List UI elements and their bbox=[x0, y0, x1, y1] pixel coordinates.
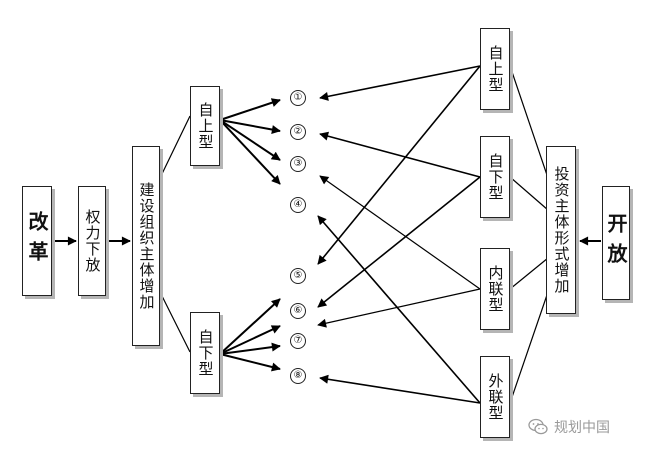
right-3-label: 内联型 bbox=[486, 265, 505, 313]
quanli-label: 权力下放 bbox=[83, 209, 102, 273]
number-2: ② bbox=[290, 124, 306, 140]
number-1: ① bbox=[290, 90, 306, 106]
watermark-text: 规划中国 bbox=[554, 420, 610, 436]
jianshe-box: 建设组织主体增加 bbox=[132, 146, 160, 346]
edge-r2-2 bbox=[319, 131, 481, 178]
edge-r1-5 bbox=[317, 65, 481, 265]
wechat-icon bbox=[528, 418, 548, 435]
edge-lt-3 bbox=[219, 119, 281, 161]
edge-r1-touzi bbox=[509, 65, 549, 179]
edge-r3-3 bbox=[319, 175, 481, 290]
edge-lb-7 bbox=[219, 342, 281, 355]
watermark: 规划中国 bbox=[528, 417, 610, 437]
edge-lb-6 bbox=[219, 325, 281, 355]
gaige-box: 改革 bbox=[22, 186, 52, 296]
edge-r3-touzi bbox=[509, 257, 549, 290]
edge-lt-4 bbox=[219, 119, 281, 185]
number-4: ④ bbox=[290, 197, 306, 213]
kaifang-box: 开放 bbox=[602, 186, 630, 300]
right-1-box: 自上型 bbox=[480, 28, 510, 110]
edge-lb-5 bbox=[219, 298, 281, 355]
left-bottom-label: 自下型 bbox=[196, 329, 215, 377]
jianshe-label: 建设组织主体增加 bbox=[137, 182, 156, 310]
number-7: ⑦ bbox=[290, 333, 306, 349]
right-2-box: 自下型 bbox=[480, 136, 510, 218]
edge-r2-6 bbox=[317, 176, 481, 308]
right-3-box: 内联型 bbox=[480, 248, 510, 330]
number-6: ⑥ bbox=[290, 303, 306, 319]
edge-lt-2 bbox=[219, 119, 281, 134]
edge-r4-touzi bbox=[509, 291, 549, 404]
gaige-label: 改革 bbox=[25, 211, 49, 271]
edge-lb-8 bbox=[219, 353, 281, 372]
edge-r1-1 bbox=[319, 65, 481, 101]
quanli-box: 权力下放 bbox=[78, 186, 106, 296]
left-top-label: 自上型 bbox=[196, 102, 215, 150]
number-3: ③ bbox=[290, 156, 306, 172]
edge-r4-4 bbox=[317, 215, 481, 404]
number-8: ⑧ bbox=[290, 368, 306, 384]
touzi-box: 投资主体形式增加 bbox=[546, 146, 576, 314]
left-bottom-box: 自下型 bbox=[190, 312, 220, 394]
right-4-box: 外联型 bbox=[480, 356, 510, 438]
edge-r4-8 bbox=[319, 374, 481, 404]
edge-lt-1 bbox=[219, 98, 281, 121]
edge-jianshe-leftbottom bbox=[159, 291, 191, 353]
kaifang-label: 开放 bbox=[604, 213, 628, 273]
right-1-label: 自上型 bbox=[486, 45, 505, 93]
touzi-label: 投资主体形式增加 bbox=[552, 166, 571, 294]
right-2-label: 自下型 bbox=[486, 153, 505, 201]
right-4-label: 外联型 bbox=[486, 373, 505, 421]
edge-jianshe-lefttop bbox=[159, 115, 191, 179]
left-top-box: 自上型 bbox=[190, 86, 220, 166]
edge-r2-touzi bbox=[509, 176, 549, 211]
edge-r3-7 bbox=[317, 288, 481, 328]
number-5: ⑤ bbox=[290, 268, 306, 284]
